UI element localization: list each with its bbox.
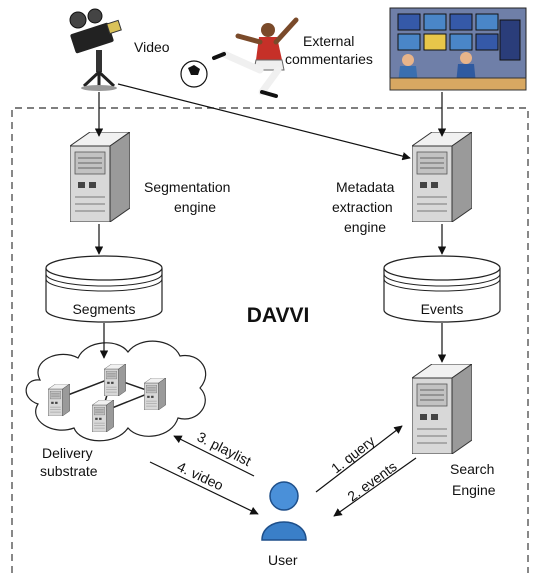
playlist-arrow: [173, 435, 255, 477]
metadata-label-line3: engine: [344, 219, 386, 235]
delivery-node-server-icon: [144, 378, 166, 410]
segmentation-label-line1: Segmentation: [144, 179, 230, 195]
delivery-label-line1: Delivery: [42, 445, 93, 461]
search-label-line1: Search: [450, 461, 494, 477]
segments-label: Segments: [72, 301, 135, 317]
system-title: DAVVI: [247, 304, 310, 327]
video-label: Video: [134, 39, 170, 55]
events-result-arrow: [333, 457, 417, 517]
search-label-line2: Engine: [452, 482, 496, 498]
video-flow-label: 4. video: [175, 458, 226, 493]
query-flow-label: 1. query: [328, 433, 378, 477]
events-flow-label: 2. events: [344, 458, 399, 504]
football-player-icon: [180, 17, 299, 98]
delivery-node-server-icon: [48, 384, 70, 416]
query-arrow: [315, 425, 403, 493]
events-label: Events: [421, 301, 464, 317]
delivery-node-server-icon: [92, 400, 114, 432]
delivery-node-server-icon: [104, 364, 126, 396]
segmentation-server-icon: [70, 132, 130, 222]
user-icon: [261, 481, 307, 541]
flow-arrows: [94, 83, 447, 517]
user-label: User: [268, 552, 298, 568]
events-database-icon: [383, 255, 501, 323]
playlist-flow-label: 3. playlist: [195, 428, 254, 469]
commentary-studio-icon: [389, 7, 527, 91]
video-delivery-arrow: [149, 461, 259, 515]
video-to-metadata-arrow: [117, 83, 411, 161]
search-server-icon: [412, 364, 472, 454]
segmentation-label-line2: engine: [174, 199, 216, 215]
metadata-label-line1: Metadata: [336, 179, 395, 195]
system-boundary: [11, 107, 529, 573]
segments-database-icon: [45, 255, 163, 323]
delivery-label-line2: substrate: [40, 463, 98, 479]
metadata-server-icon: [412, 132, 472, 222]
commentaries-label-line2: commentaries: [285, 51, 373, 67]
metadata-label-line2: extraction: [332, 199, 393, 215]
commentaries-label-line1: External: [303, 33, 354, 49]
video-camera-icon: [69, 8, 122, 91]
